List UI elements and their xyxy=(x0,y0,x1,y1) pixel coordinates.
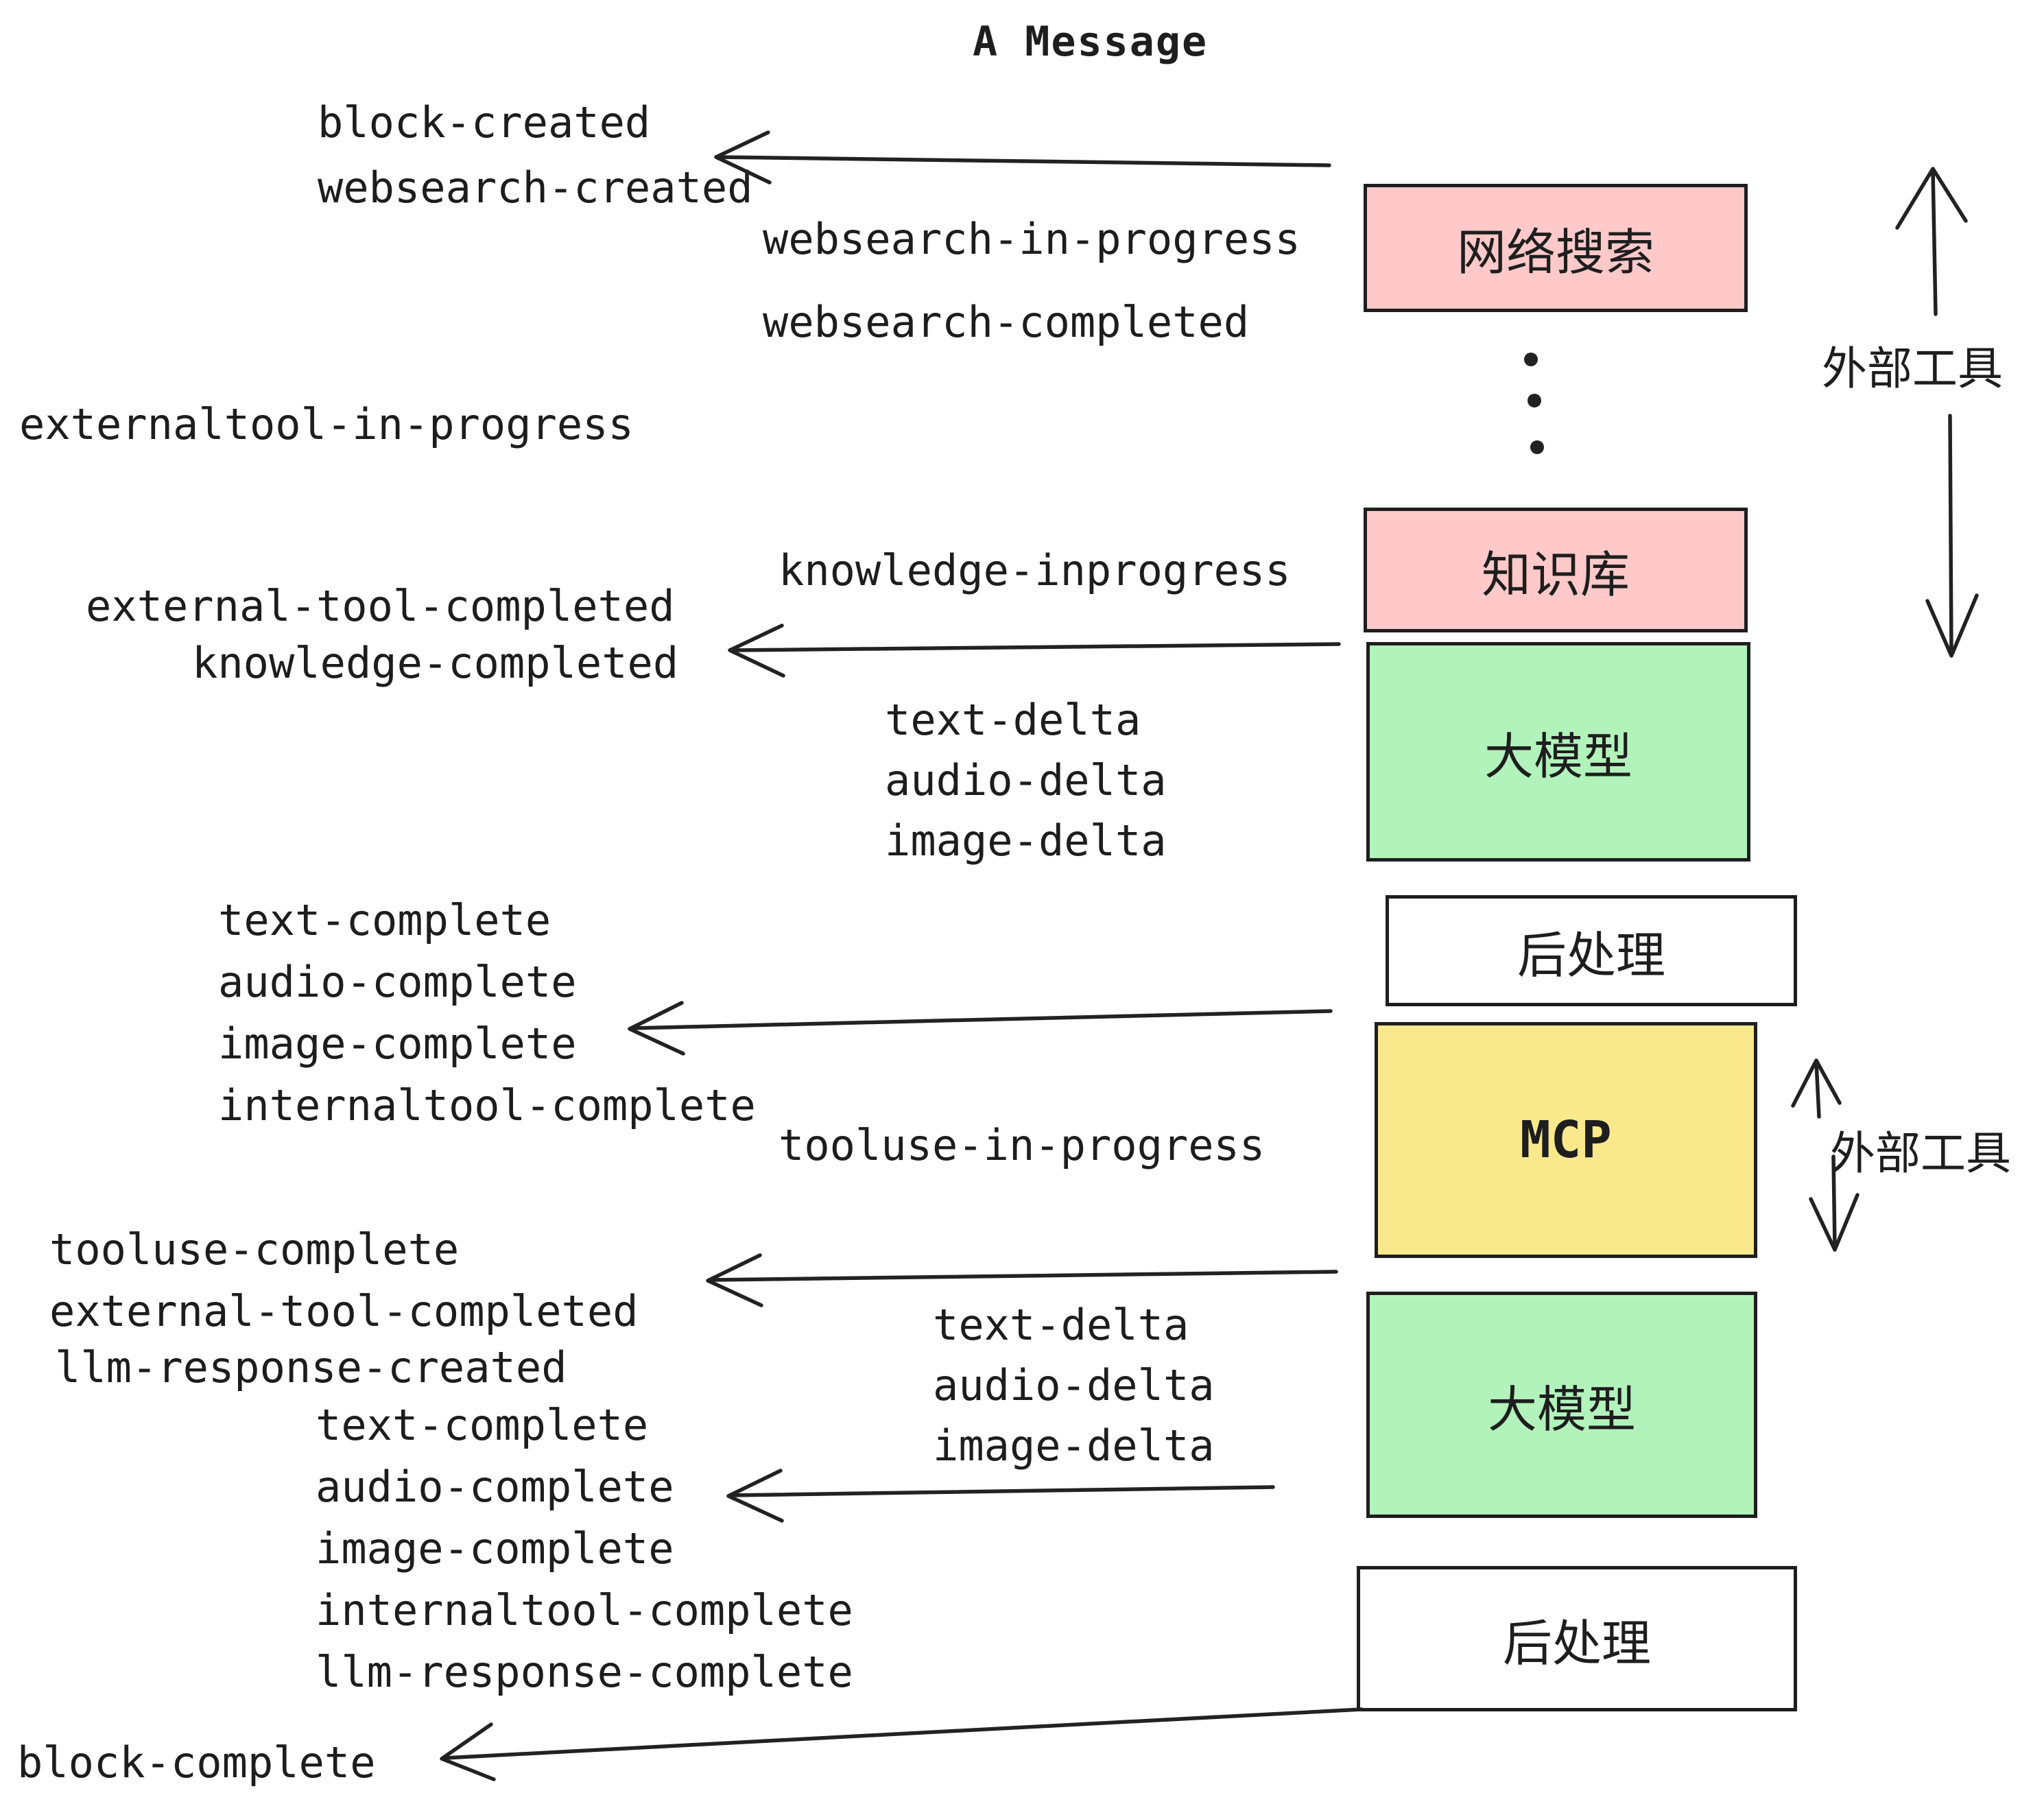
arrow-block-complete xyxy=(440,1707,1364,1781)
external-tools-down-arrow-1 xyxy=(1925,414,1979,658)
llm-box-2-label: 大模型 xyxy=(1487,1382,1636,1438)
event-label-websearch-created: websearch-created xyxy=(318,163,753,213)
external-tools-up-arrow-2 xyxy=(1791,1058,1842,1119)
event-label-knowledge-completed: knowledge-completed xyxy=(192,638,679,688)
event-label-block-created: block-created xyxy=(318,97,651,147)
event-label-externaltool-in-progress: externaltool-in-progress xyxy=(19,399,634,449)
knowledge-box-label: 知识库 xyxy=(1481,547,1630,603)
event-label-internaltool-complete: internaltool-complete xyxy=(218,1080,756,1130)
event-label-image-complete: image-complete xyxy=(316,1523,674,1574)
llm-box-1: 大模型 xyxy=(1366,642,1750,862)
arrow-tooluse-complete xyxy=(706,1253,1338,1307)
knowledge-box: 知识库 xyxy=(1364,508,1748,632)
postprocess-box-1: 后处理 xyxy=(1386,895,1797,1006)
event-label-audio-delta: audio-delta xyxy=(933,1360,1215,1410)
event-label-text-complete: text-complete xyxy=(218,895,551,945)
event-label-external-tool-completed: external-tool-completed xyxy=(86,581,675,631)
event-label-text-delta: text-delta xyxy=(933,1300,1189,1350)
ellipsis-dots xyxy=(1524,353,1544,454)
arrow-internaltool-complete xyxy=(628,1001,1333,1056)
llm-box-1-label: 大模型 xyxy=(1484,729,1632,785)
event-label-internaltool-complete: internaltool-complete xyxy=(316,1585,853,1635)
event-label-websearch-in-progress: websearch-in-progress xyxy=(763,214,1300,264)
event-label-audio-complete: audio-complete xyxy=(316,1462,674,1512)
event-label-image-delta: image-delta xyxy=(885,816,1167,866)
external-tools-label-1: 外部工具 xyxy=(1822,343,2003,394)
postprocess-box-1-label: 后处理 xyxy=(1517,928,1665,984)
event-label-knowledge-inprogress: knowledge-inprogress xyxy=(779,545,1291,595)
event-label-text-delta: text-delta xyxy=(885,695,1141,745)
event-label-text-complete: text-complete xyxy=(316,1400,649,1450)
event-label-external-tool-completed: external-tool-completed xyxy=(49,1286,639,1336)
external-tools-up-arrow-1 xyxy=(1895,167,1968,316)
event-label-tooluse-complete: tooluse-complete xyxy=(49,1224,460,1274)
event-label-image-delta: image-delta xyxy=(933,1421,1215,1471)
event-label-audio-complete: audio-complete xyxy=(218,957,577,1007)
websearch-box: 网络搜索 xyxy=(1364,184,1748,312)
postprocess-box-2: 后处理 xyxy=(1357,1566,1797,1711)
postprocess-box-2-label: 后处理 xyxy=(1502,1616,1651,1672)
arrow-knowledge-completed xyxy=(728,624,1341,678)
event-label-audio-delta: audio-delta xyxy=(885,755,1167,805)
mcp-box-label: MCP xyxy=(1520,1111,1612,1170)
arrow-block-created xyxy=(714,130,1331,185)
event-label-block-complete: block-complete xyxy=(17,1737,376,1788)
event-label-image-complete: image-complete xyxy=(218,1019,577,1069)
arrow-llm-complete xyxy=(726,1469,1275,1523)
event-label-tooluse-in-progress: tooluse-in-progress xyxy=(779,1120,1265,1170)
event-label-websearch-completed: websearch-completed xyxy=(763,297,1250,347)
websearch-box-label: 网络搜索 xyxy=(1456,226,1654,281)
external-tools-label-2: 外部工具 xyxy=(1830,1128,2011,1178)
event-label-llm-response-complete: llm-response-complete xyxy=(316,1647,853,1697)
diagram-title: A Message xyxy=(973,18,1209,66)
llm-box-2: 大模型 xyxy=(1366,1292,1757,1518)
event-label-llm-response-created: llm-response-created xyxy=(55,1342,567,1392)
mcp-box: MCP xyxy=(1375,1022,1757,1258)
